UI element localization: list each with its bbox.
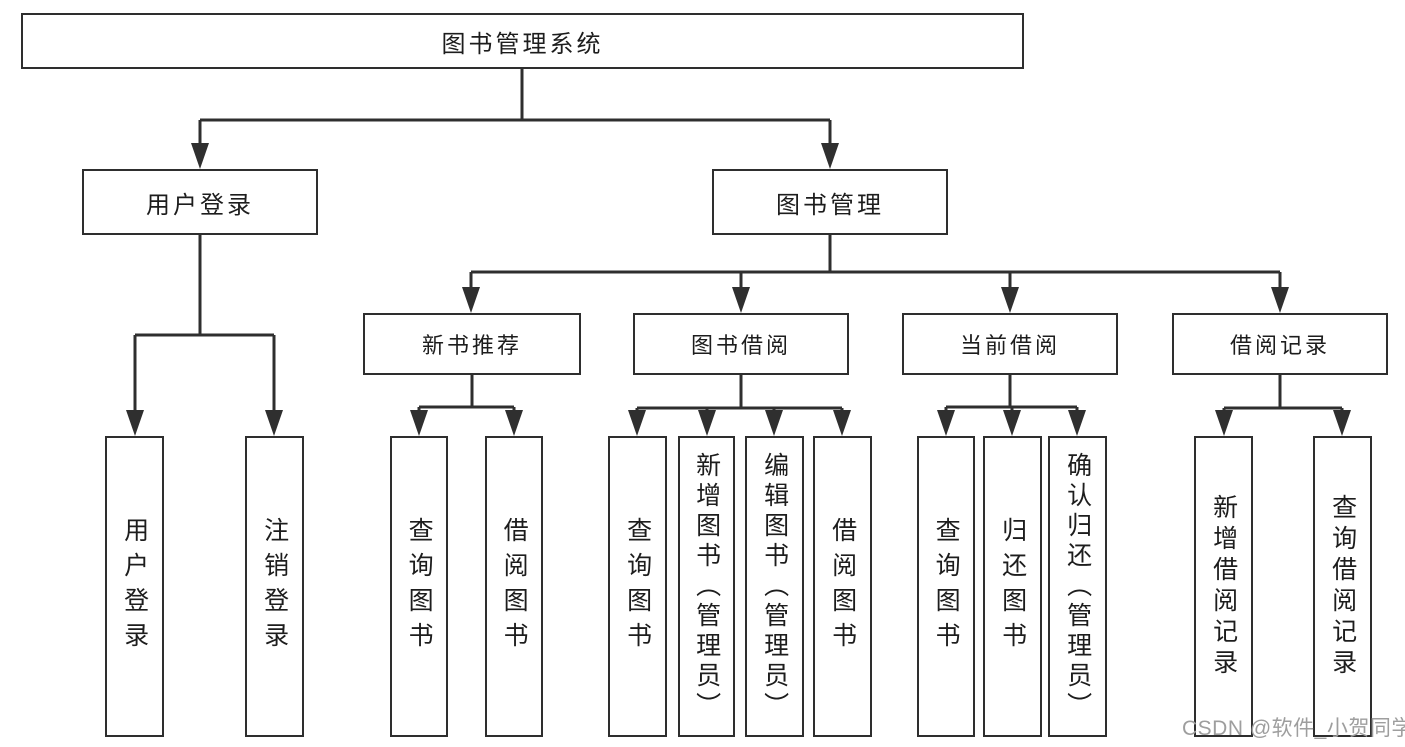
node-root-label: 图书管理系统 <box>441 30 604 58</box>
leaf-edit-book-admin: 编辑图书（管理员） <box>745 436 804 737</box>
leaf-query-book-current-label: 查询图书 <box>932 516 961 657</box>
leaf-query-book-recommend: 查询图书 <box>390 436 448 737</box>
leaf-return-book-label: 归还图书 <box>998 516 1027 657</box>
leaf-query-book-current: 查询图书 <box>917 436 975 737</box>
leaf-query-book-borrow-label: 查询图书 <box>623 516 652 657</box>
leaf-borrow-book-label: 借阅图书 <box>828 516 857 657</box>
node-book-management: 图书管理 <box>712 169 948 235</box>
node-new-book-recommendation: 新书推荐 <box>363 313 581 375</box>
leaf-borrow-book-recommend-label: 借阅图书 <box>500 516 529 657</box>
leaf-borrow-book-recommend: 借阅图书 <box>485 436 543 737</box>
node-current-borrowing: 当前借阅 <box>902 313 1118 375</box>
leaf-add-borrow-record-label: 新增借阅记录 <box>1209 493 1238 680</box>
leaf-add-borrow-record: 新增借阅记录 <box>1194 436 1253 737</box>
leaf-logout: 注销登录 <box>245 436 304 737</box>
leaf-user-login-label: 用户登录 <box>120 516 149 657</box>
node-book-borrowing-label: 图书借阅 <box>690 333 791 358</box>
node-current-borrowing-label: 当前借阅 <box>959 333 1060 358</box>
leaf-add-book-admin-label: 新增图书（管理员） <box>692 451 721 722</box>
leaf-query-borrow-record-label: 查询借阅记录 <box>1328 493 1357 680</box>
node-user-login: 用户登录 <box>82 169 318 235</box>
node-root: 图书管理系统 <box>21 13 1024 69</box>
leaf-query-book-recommend-label: 查询图书 <box>405 516 434 657</box>
tree-bus-lines <box>135 69 1342 410</box>
leaf-return-book: 归还图书 <box>983 436 1042 737</box>
watermark: CSDN @软件_小贺同学 <box>1182 717 1405 740</box>
node-user-login-label: 用户登录 <box>146 191 254 219</box>
leaf-borrow-book: 借阅图书 <box>813 436 872 737</box>
leaf-logout-label: 注销登录 <box>260 516 289 657</box>
node-borrowing-records: 借阅记录 <box>1172 313 1388 375</box>
leaf-user-login: 用户登录 <box>105 436 164 737</box>
arrowheads <box>126 120 1351 436</box>
leaf-query-borrow-record: 查询借阅记录 <box>1313 436 1372 737</box>
node-new-book-recommendation-label: 新书推荐 <box>421 333 522 358</box>
leaf-query-book-borrow: 查询图书 <box>608 436 667 737</box>
leaf-edit-book-admin-label: 编辑图书（管理员） <box>760 451 789 722</box>
leaf-add-book-admin: 新增图书（管理员） <box>678 436 735 737</box>
node-book-management-label: 图书管理 <box>776 191 884 219</box>
node-book-borrowing: 图书借阅 <box>633 313 849 375</box>
node-borrowing-records-label: 借阅记录 <box>1229 333 1330 358</box>
leaf-confirm-return-admin-label: 确认归还（管理员） <box>1063 451 1092 722</box>
leaf-confirm-return-admin: 确认归还（管理员） <box>1048 436 1107 737</box>
